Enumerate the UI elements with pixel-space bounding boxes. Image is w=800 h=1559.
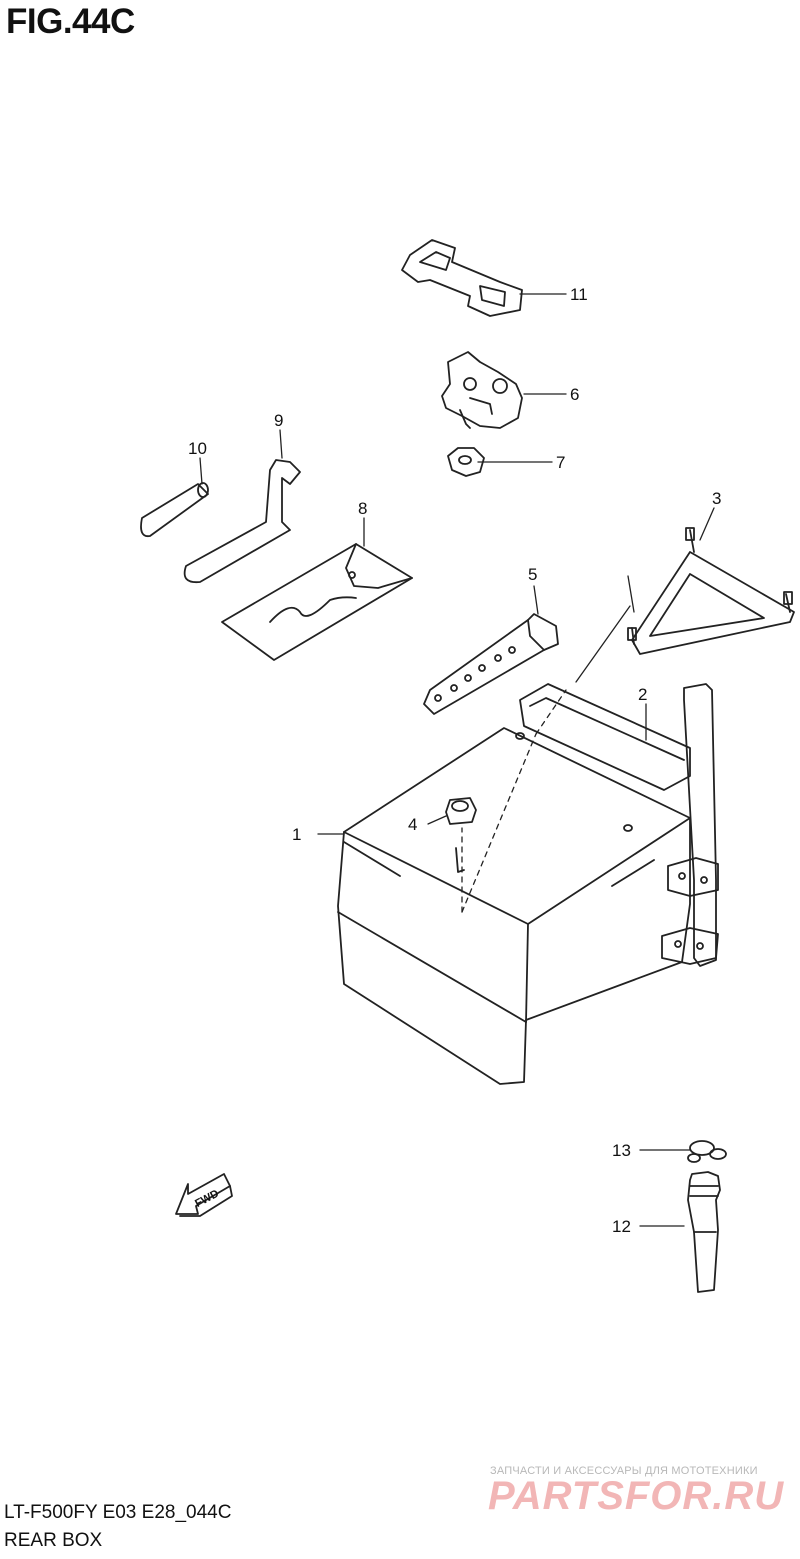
callout-6: 6 [570,385,579,404]
callout-11: 11 [570,285,588,304]
part-9-hook [183,459,301,584]
model-code: LT-F500FY E03 E28_044C [4,1502,232,1523]
callout-7: 7 [556,453,565,472]
callout-5: 5 [528,565,537,584]
callout-leaders [199,293,715,1227]
part-13-clip [687,1140,727,1163]
part-6-bracket [441,351,523,429]
part-5-stay [423,613,559,715]
part-11-strap-latch [401,239,523,317]
part-7-nut [447,447,485,477]
callout-9: 9 [274,411,283,430]
part-2-rail [519,683,719,967]
fwd-arrow-icon [175,1173,233,1217]
part-3-triangle-frame [627,527,795,655]
callout-13: 13 [612,1141,631,1160]
part-1-rear-box [337,727,691,1085]
watermark-tagline: ЗАПЧАСТИ И АКСЕССУАРЫ ДЛЯ МОТОТЕХНИКИ [490,1465,758,1477]
callout-1: 1 [292,825,301,844]
part-12-bolt [687,1171,721,1293]
callout-3: 3 [712,489,721,508]
callout-10: 10 [188,439,207,458]
callout-2: 2 [638,685,647,704]
part-10-pin [140,482,209,538]
part-8-plate [221,543,413,661]
figure-title: FIG.44C [6,2,135,41]
assembly-lines [461,689,567,913]
callout-8: 8 [358,499,367,518]
watermark-logo: PARTSFOR.RU [488,1474,785,1518]
callout-12: 12 [612,1217,631,1236]
leader-line-2-3 [575,575,635,683]
section-name: REAR BOX [4,1530,103,1551]
callout-4: 4 [408,815,417,834]
part-4-bolt [445,797,477,873]
